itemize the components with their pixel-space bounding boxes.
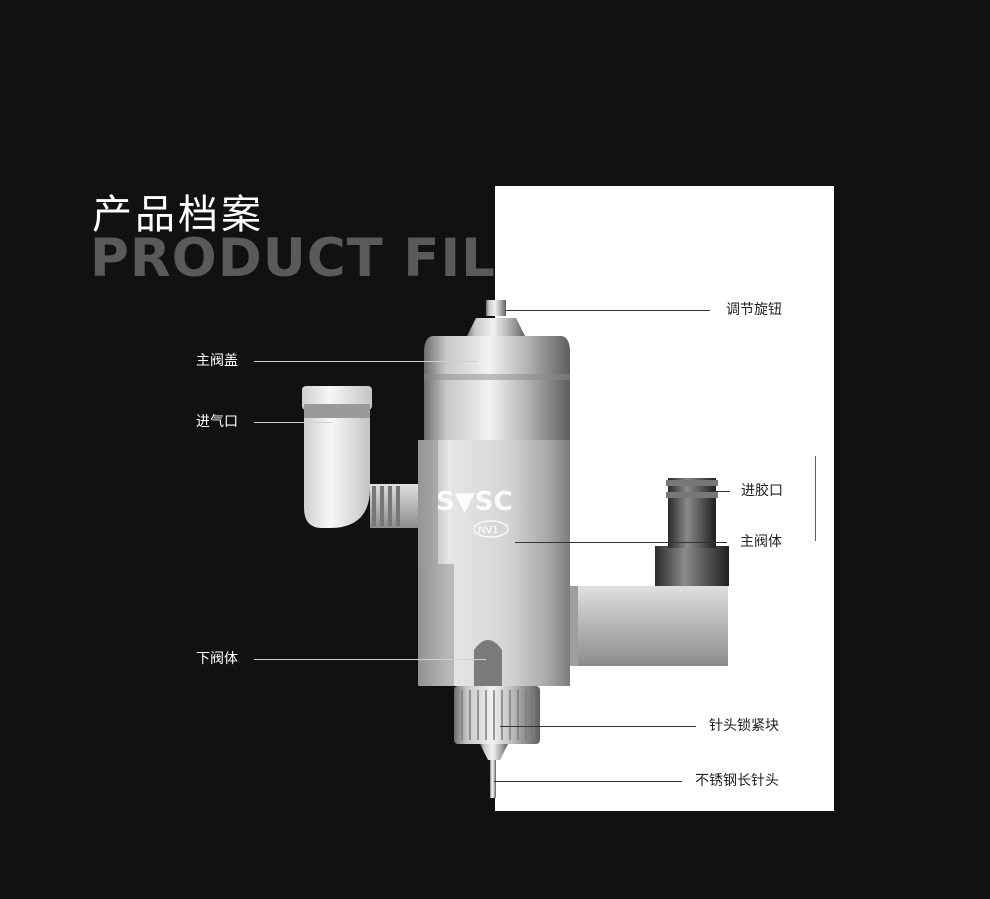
label-stainless-needle: 不锈钢长针头 — [695, 773, 779, 789]
leader-glue-inlet — [708, 491, 730, 492]
model-mark: NV1 — [478, 525, 499, 536]
leader-needle-lock-block — [500, 726, 696, 727]
lower-valve-body-shape — [418, 564, 570, 686]
air-inlet-fitting-shape — [302, 386, 418, 528]
leader-main-valve-body — [515, 542, 727, 543]
leader-stainless-needle — [494, 781, 682, 782]
stainless-needle-shape — [480, 744, 508, 798]
needle-lock-block-shape — [454, 686, 540, 744]
glue-inlet-shape — [568, 478, 729, 666]
brand-mark: S▼SC — [436, 487, 513, 517]
page-title-cn: 产品档案 — [92, 192, 264, 238]
label-glue-inlet: 进胶口 — [741, 483, 783, 499]
main-valve-cap-shape — [424, 336, 570, 442]
label-lower-valve-body: 下阀体 — [196, 651, 238, 667]
main-valve-body-shape: S▼SC NV1 — [418, 440, 570, 566]
label-needle-lock-block: 针头锁紧块 — [709, 718, 779, 734]
page-title-en: PRODUCT FILE — [90, 228, 534, 289]
adjust-knob-shape — [466, 300, 526, 338]
label-main-valve-body: 主阀体 — [740, 534, 782, 550]
leader-main-valve-cap — [254, 361, 478, 362]
label-main-valve-cap: 主阀盖 — [196, 353, 238, 369]
accent-line — [815, 456, 816, 541]
label-adjust-knob: 调节旋钮 — [726, 302, 782, 318]
leader-air-inlet — [254, 422, 332, 423]
label-air-inlet: 进气口 — [196, 414, 238, 430]
leader-adjust-knob — [506, 310, 710, 311]
leader-lower-valve-body — [254, 659, 486, 660]
